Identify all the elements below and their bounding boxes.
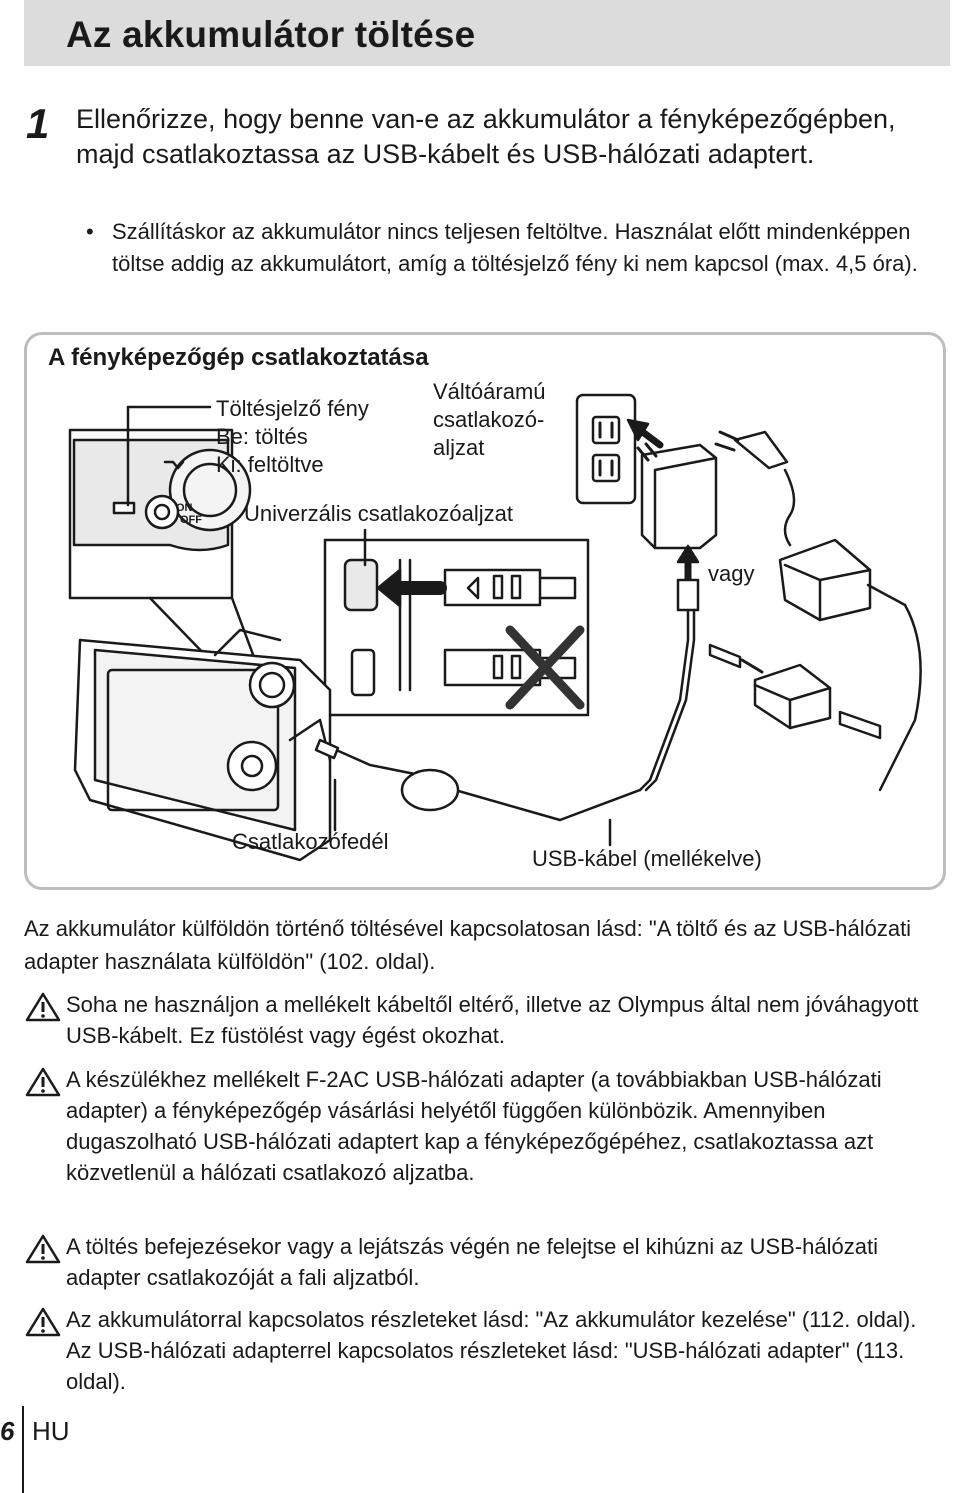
connector-cover-label: Csatlakozófedél — [232, 829, 389, 854]
step-text: Ellenőrizze, hogy benne van-e az akkumul… — [76, 104, 896, 169]
universal-connector-label: Univerzális csatlakozóaljzat — [244, 501, 513, 526]
camera-body — [73, 628, 332, 862]
warning-3-text: A töltés befejezésekor vagy a lejátszás … — [66, 1234, 879, 1290]
charge-light-label: Töltésjelző fény — [216, 396, 369, 421]
charge-light-on-label: Be: töltés — [216, 424, 308, 449]
bullet-text: Szállításkor az akkumulátor nincs teljes… — [112, 219, 918, 276]
connection-diagram — [68, 393, 922, 862]
ac-outlet-label-2: csatlakozó- — [433, 407, 545, 432]
footer-divider — [22, 1406, 24, 1493]
ac-outlet-label-1: Váltóáramú — [433, 379, 546, 404]
camera-off-label: OFF — [180, 514, 202, 526]
warning-triangle-icon — [25, 1234, 61, 1264]
header-bar — [24, 0, 950, 66]
charge-light-off-label: Ki: feltöltve — [216, 452, 324, 477]
bullet-dot: • — [86, 219, 94, 244]
camera-closeup-inset — [68, 428, 252, 600]
camera-on-label: ON — [176, 502, 193, 514]
connector-inset — [323, 538, 590, 717]
page-number: 6 — [0, 1416, 15, 1446]
abroad-note: Az akkumulátor külföldön történő töltésé… — [24, 916, 912, 974]
usb-cable-label: USB-kábel (mellékelve) — [532, 846, 762, 871]
diagram-frame — [24, 332, 946, 890]
diagram-title: A fényképezőgép csatlakoztatása — [48, 344, 429, 371]
warning-2-text: A készülékhez mellékelt F-2AC USB-hálóza… — [66, 1067, 882, 1185]
plug-adapter — [636, 442, 718, 550]
small-adapter — [708, 643, 882, 740]
cord-plug — [714, 430, 796, 547]
page-title: Az akkumulátor töltése — [66, 14, 476, 55]
ac-outlet-label-3: aljzat — [433, 435, 485, 460]
step-number: 1 — [26, 100, 50, 147]
warning-1-text: Soha ne használjon a mellékelt kábeltől … — [66, 992, 919, 1048]
ac-outlet — [575, 393, 637, 505]
or-label: vagy — [708, 561, 755, 586]
warning-4-text: Az akkumulátorral kapcsolatos részleteke… — [66, 1307, 917, 1394]
warning-triangle-icon — [25, 1067, 61, 1097]
warning-triangle-icon — [25, 992, 61, 1022]
cord-adapter — [778, 538, 922, 792]
warning-triangle-icon — [25, 1307, 61, 1337]
language-code: HU — [32, 1416, 70, 1446]
